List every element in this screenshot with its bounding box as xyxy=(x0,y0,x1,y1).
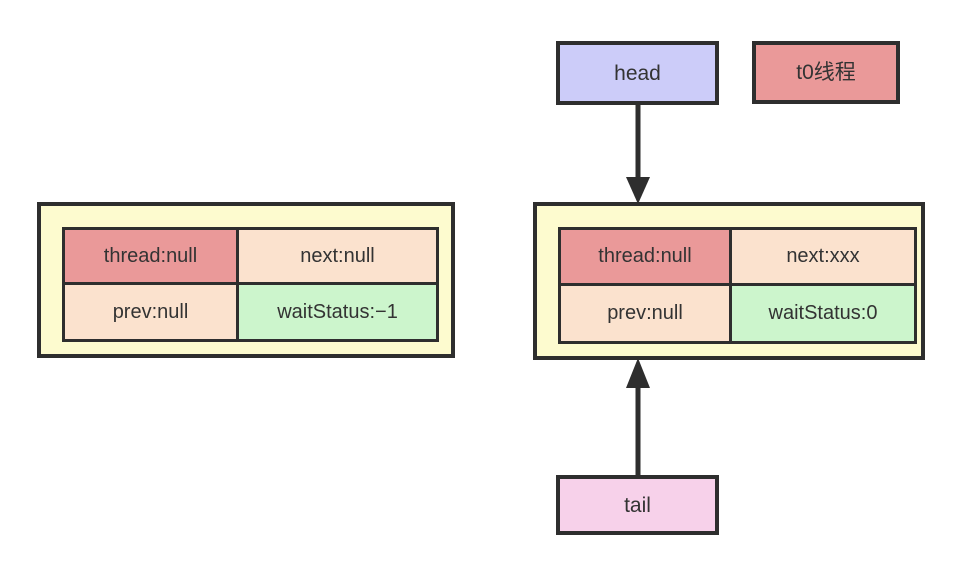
left-node-thread-cell: thread:null xyxy=(65,230,239,285)
right-node-frame: thread:null next:xxx prev:null waitStatu… xyxy=(533,202,925,360)
head-pointer-box: head xyxy=(556,41,719,105)
right-node-table: thread:null next:xxx prev:null waitStatu… xyxy=(558,227,917,344)
right-node-next-cell: next:xxx xyxy=(732,230,914,286)
arrow-tail-to-node-icon xyxy=(626,358,650,477)
left-node-waitstatus-cell: waitStatus:−1 xyxy=(239,284,436,339)
tail-pointer-label: tail xyxy=(624,493,651,517)
left-node-next-cell: next:null xyxy=(239,230,436,285)
right-node-prev-cell: prev:null xyxy=(561,285,732,341)
t0-thread-box: t0线程 xyxy=(752,41,900,104)
right-node-waitstatus-cell: waitStatus:0 xyxy=(732,285,914,341)
left-node-frame: thread:null next:null prev:null waitStat… xyxy=(37,202,455,358)
arrow-head-to-node-icon xyxy=(626,103,650,204)
left-node-table: thread:null next:null prev:null waitStat… xyxy=(62,227,439,342)
left-node-prev-cell: prev:null xyxy=(65,284,239,339)
t0-thread-label: t0线程 xyxy=(796,61,856,84)
head-pointer-label: head xyxy=(614,61,661,85)
right-node-thread-cell: thread:null xyxy=(561,230,732,286)
tail-pointer-box: tail xyxy=(556,475,719,535)
